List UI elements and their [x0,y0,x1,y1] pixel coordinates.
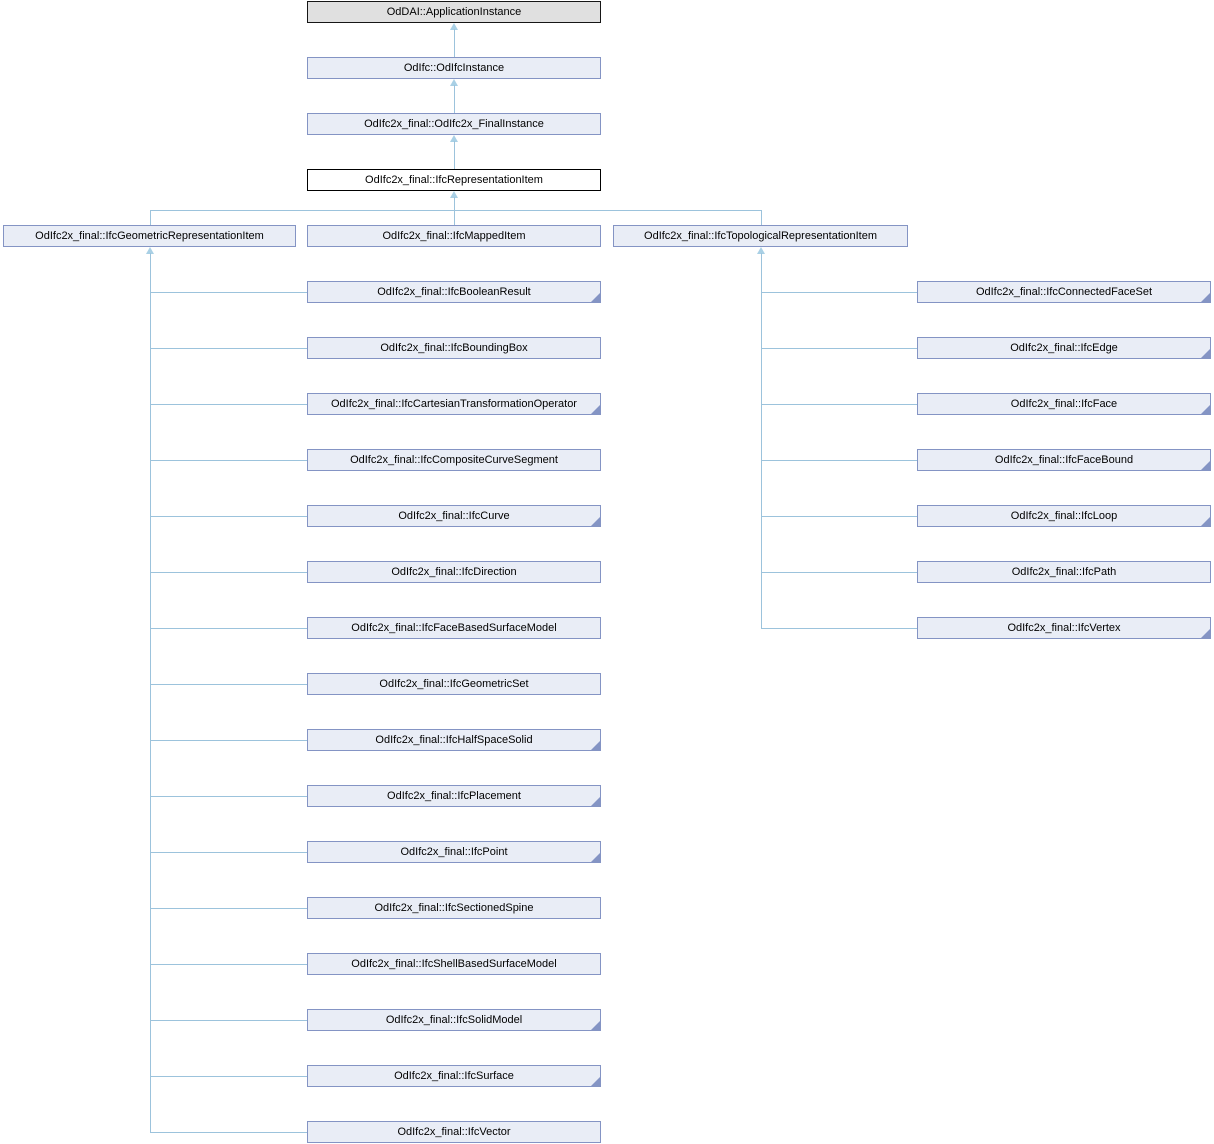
edge-line [150,740,307,741]
node-applicationinstance[interactable]: OdDAI::ApplicationInstance [307,1,601,23]
derived-classes-fold-icon [1201,405,1210,414]
node-ifctopologicalrepresentationitem[interactable]: OdIfc2x_final::IfcTopologicalRepresentat… [613,225,908,247]
edge-line [150,572,307,573]
node-ifcsectionedspine[interactable]: OdIfc2x_final::IfcSectionedSpine [307,897,601,919]
node-ifcgeometricrepresentationitem[interactable]: OdIfc2x_final::IfcGeometricRepresentatio… [3,225,296,247]
edge-line [761,628,917,629]
node-odifc2x_finalinstance[interactable]: OdIfc2x_final::OdIfc2x_FinalInstance [307,113,601,135]
edge-line [150,404,307,405]
inheritance-arrowhead-icon [450,79,458,86]
node-ifcplacement[interactable]: OdIfc2x_final::IfcPlacement [307,785,601,807]
node-ifcfacebasedsurfacemodel[interactable]: OdIfc2x_final::IfcFaceBasedSurfaceModel [307,617,601,639]
inheritance-arrowhead-icon [757,247,765,254]
edge-line [761,292,917,293]
node-ifcsurface[interactable]: OdIfc2x_final::IfcSurface [307,1065,601,1087]
node-ifccurve[interactable]: OdIfc2x_final::IfcCurve [307,505,601,527]
node-ifcedge[interactable]: OdIfc2x_final::IfcEdge [917,337,1211,359]
derived-classes-fold-icon [1201,517,1210,526]
derived-classes-fold-icon [591,797,600,806]
node-ifcloop[interactable]: OdIfc2x_final::IfcLoop [917,505,1211,527]
derived-classes-fold-icon [591,293,600,302]
node-ifccartesiantransformationoperator[interactable]: OdIfc2x_final::IfcCartesianTransformatio… [307,393,601,415]
derived-classes-fold-icon [591,1077,600,1086]
node-ifcboundingbox[interactable]: OdIfc2x_final::IfcBoundingBox [307,337,601,359]
node-ifcdirection[interactable]: OdIfc2x_final::IfcDirection [307,561,601,583]
edge-line [150,796,307,797]
node-ifcface[interactable]: OdIfc2x_final::IfcFace [917,393,1211,415]
derived-classes-fold-icon [591,517,600,526]
edge-line [761,348,917,349]
edge-line [150,460,307,461]
node-ifcpath[interactable]: OdIfc2x_final::IfcPath [917,561,1211,583]
edge-line [761,210,762,225]
inheritance-arrowhead-icon [450,135,458,142]
edge-line [454,29,455,57]
edge-line [454,141,455,169]
derived-classes-fold-icon [591,1021,600,1030]
node-ifcfacebound[interactable]: OdIfc2x_final::IfcFaceBound [917,449,1211,471]
edge-line [150,210,151,225]
edge-line [150,1132,307,1133]
edge-line [150,908,307,909]
edge-line [150,253,151,1132]
node-ifchalfspacesolid[interactable]: OdIfc2x_final::IfcHalfSpaceSolid [307,729,601,751]
node-ifcbooleanresult[interactable]: OdIfc2x_final::IfcBooleanResult [307,281,601,303]
edge-line [150,628,307,629]
edge-line [454,85,455,113]
node-ifcvertex[interactable]: OdIfc2x_final::IfcVertex [917,617,1211,639]
edge-line [150,964,307,965]
node-ifcpoint[interactable]: OdIfc2x_final::IfcPoint [307,841,601,863]
node-ifcrepresentationitem: OdIfc2x_final::IfcRepresentationItem [307,169,601,191]
derived-classes-fold-icon [591,741,600,750]
edge-line [150,1076,307,1077]
derived-classes-fold-icon [1201,629,1210,638]
edge-line [761,460,917,461]
edge-line [150,1020,307,1021]
edge-line [150,852,307,853]
edge-line [150,684,307,685]
edge-line [150,348,307,349]
derived-classes-fold-icon [1201,349,1210,358]
node-ifcsolidmodel[interactable]: OdIfc2x_final::IfcSolidModel [307,1009,601,1031]
node-odifcinstance[interactable]: OdIfc::OdIfcInstance [307,57,601,79]
inheritance-arrowhead-icon [450,191,458,198]
edge-line [761,404,917,405]
node-ifcgeometricset[interactable]: OdIfc2x_final::IfcGeometricSet [307,673,601,695]
edge-line [150,292,307,293]
edge-line [150,210,761,211]
node-ifcshellbasedsurfacemodel[interactable]: OdIfc2x_final::IfcShellBasedSurfaceModel [307,953,601,975]
node-ifccompositecurvesegment[interactable]: OdIfc2x_final::IfcCompositeCurveSegment [307,449,601,471]
derived-classes-fold-icon [591,853,600,862]
edge-line [150,516,307,517]
node-ifcconnectedfaceset[interactable]: OdIfc2x_final::IfcConnectedFaceSet [917,281,1211,303]
node-ifcvector[interactable]: OdIfc2x_final::IfcVector [307,1121,601,1143]
inheritance-arrowhead-icon [146,247,154,254]
node-ifcmappeditem[interactable]: OdIfc2x_final::IfcMappedItem [307,225,601,247]
edge-line [761,572,917,573]
edge-line [454,197,455,225]
inheritance-arrowhead-icon [450,23,458,30]
derived-classes-fold-icon [591,405,600,414]
derived-classes-fold-icon [1201,461,1210,470]
edge-line [761,516,917,517]
derived-classes-fold-icon [1201,293,1210,302]
edge-line [761,253,762,628]
